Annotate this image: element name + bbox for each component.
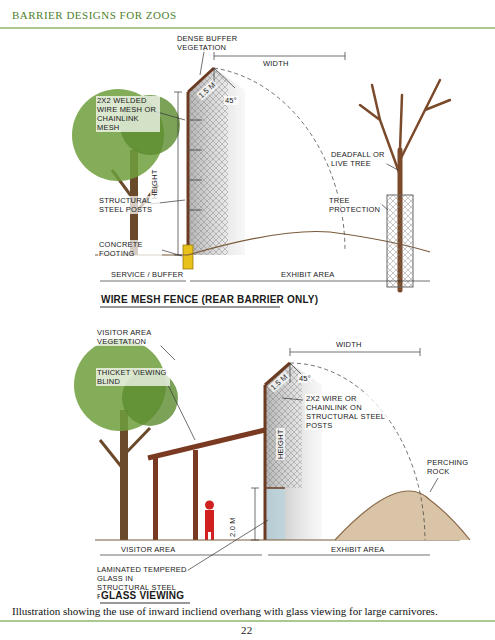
annotation-label: DEADFALL OR LIVE TREE (330, 150, 387, 168)
dead-tree (360, 80, 450, 290)
mesh-fence (183, 68, 245, 269)
top-dimensions (100, 46, 430, 307)
bottom-ground (95, 491, 470, 540)
annotation-label: THICKET VIEWING BLIND (96, 368, 170, 386)
figure-subtitle: WIRE MESH FENCE (REAR BARRIER ONLY) (100, 295, 319, 304)
annotation-label: 45° (298, 374, 312, 383)
glass-fence (265, 363, 322, 540)
annotation-label: WIDTH (335, 340, 363, 349)
annotation-label: SERVICE / BUFFER (110, 270, 184, 279)
annotation-label: 2X2 WELDED WIRE MESH OR CHAINLINK MESH (96, 96, 160, 132)
annotation-label: VISITOR AREA (120, 545, 176, 554)
footer-rule (0, 620, 495, 622)
annotation-label: PERCHING ROCK (426, 458, 476, 476)
annotation-label: CONCRETE FOOTING (98, 240, 162, 258)
annotation-label: VISITOR AREA VEGETATION (96, 328, 164, 346)
annotation-label: DENSE BUFFER VEGETATION (176, 34, 266, 52)
annotation-label: 45° (224, 96, 238, 105)
annotation-label: EXHIBIT AREA (330, 545, 386, 554)
annotation-label: WIDTH (262, 59, 290, 68)
figure-subtitle: GLASS VIEWING (100, 591, 185, 600)
annotation-label: STRUCTURAL STEEL POSTS (98, 196, 160, 214)
page-header: BARRIER DESIGNS FOR ZOOS (12, 9, 177, 21)
viewing-blind (148, 430, 265, 540)
annotation-label: 2.0 M (228, 516, 237, 538)
annotation-label: HEIGHT (276, 428, 285, 460)
figure-caption: Illustration showing the use of inward i… (12, 605, 487, 617)
annotation-label: 2X2 WIRE OR CHAINLINK ON STRUCTURAL STEE… (305, 394, 389, 430)
annotation-label: TREE PROTECTION (328, 196, 382, 214)
annotation-label: EXHIBIT AREA (280, 270, 336, 279)
header-rule (0, 27, 495, 29)
page-number: 22 (240, 626, 253, 635)
bottom-tree (74, 339, 178, 540)
